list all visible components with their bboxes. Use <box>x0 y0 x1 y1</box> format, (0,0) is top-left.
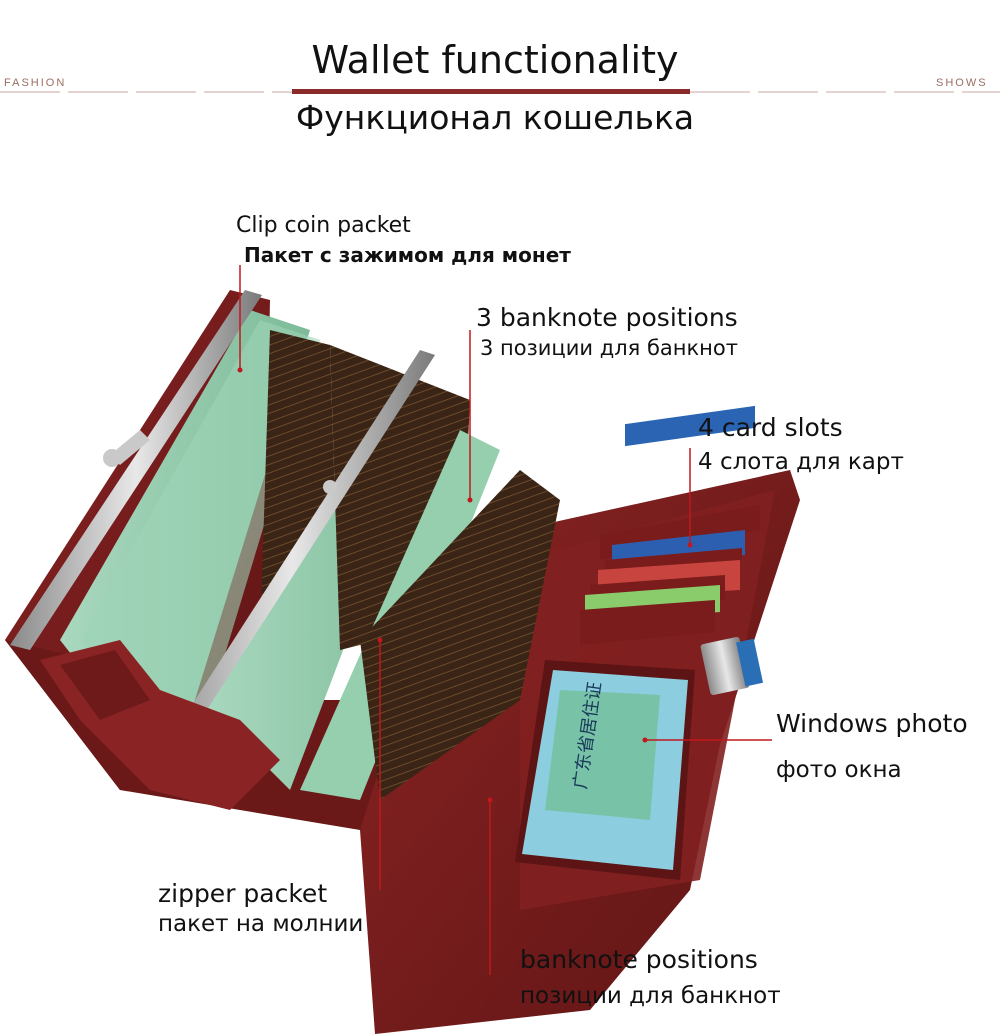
callout-banknote-ru: позиции для банкнот <box>520 983 781 1009</box>
header-right-word: SHOWS <box>936 77 988 89</box>
page-subtitle: Функционал кошелька <box>295 98 695 137</box>
callout-zipper-ru: пакет на молнии <box>158 911 364 937</box>
callout-zipper-en: zipper packet <box>158 879 328 908</box>
callout-3-banknote-en: 3 banknote positions <box>476 303 738 332</box>
callout-clip-coin-en: Clip coin packet <box>236 213 411 238</box>
banknote-compartment-1-lining <box>80 320 320 770</box>
leader-lines <box>239 265 772 975</box>
callout-clip-coin-ru: Пакет с зажимом для монет <box>244 243 571 267</box>
callout-card-slots-en: 4 card slots <box>698 413 843 442</box>
callout-window-photo-ru: фото окна <box>776 757 902 783</box>
callout-banknote-en: banknote positions <box>520 945 758 974</box>
photo-window: 广东省居住证 <box>515 660 695 880</box>
header-divider <box>0 89 1000 94</box>
callout-card-slots-ru: 4 слота для карт <box>698 449 904 475</box>
header-left-word: FASHION <box>4 77 67 89</box>
page-title: Wallet functionality <box>311 38 679 82</box>
wallet-clasp <box>700 636 750 696</box>
callout-3-banknote-ru: 3 позиции для банкнот <box>480 336 738 360</box>
wallet-photo: 广东省居住证 <box>5 265 800 1034</box>
coin-clip-frame <box>10 290 262 650</box>
zipper-compartment <box>360 470 560 800</box>
card-slots <box>580 405 760 645</box>
callout-window-photo-en: Windows photo <box>776 709 968 738</box>
